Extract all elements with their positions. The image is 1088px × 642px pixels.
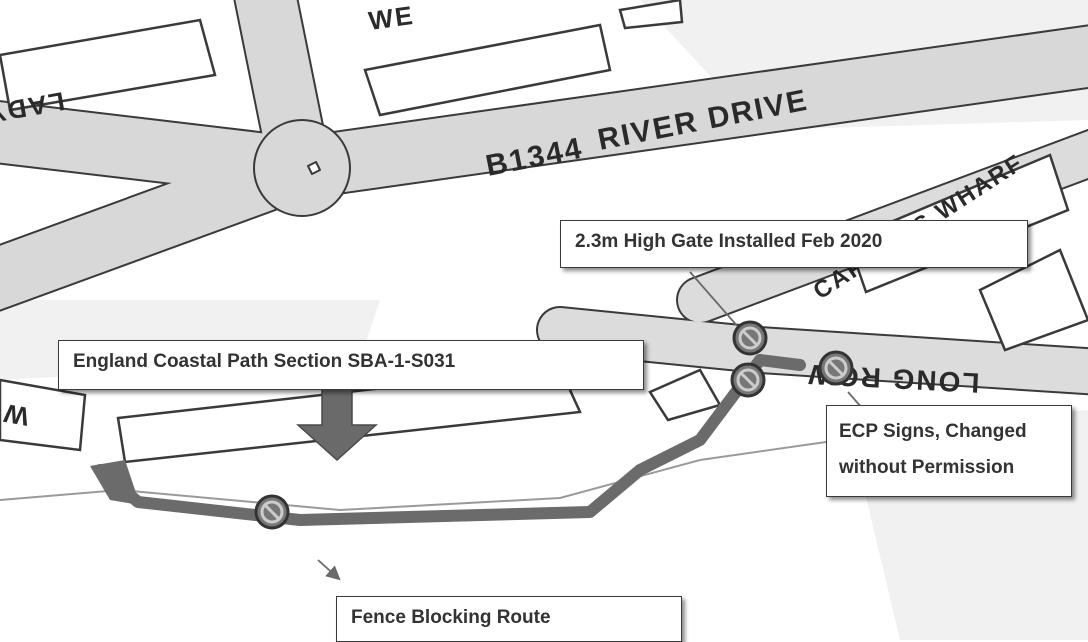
building-north: [363, 23, 612, 117]
street-label-left-fragment: W: [0, 398, 31, 432]
callout-coastal-path: England Coastal Path Section SBA-1-S031: [58, 340, 644, 390]
leader-arrow-icon: [317, 559, 341, 581]
callout-ecp-signs-line2: without Permission: [839, 457, 1015, 478]
callout-coastal-path-text: England Coastal Path Section SBA-1-S031: [73, 351, 456, 372]
no-entry-icon[interactable]: [254, 494, 290, 530]
callout-ecp-signs: ECP Signs, Changed without Permission: [826, 405, 1072, 497]
no-entry-icon[interactable]: [732, 320, 768, 356]
callout-ecp-signs-line1: ECP Signs, Changed: [839, 421, 1027, 442]
callout-fence: Fence Blocking Route: [336, 596, 682, 642]
building-wharf-2: [978, 248, 1088, 352]
callout-fence-text: Fence Blocking Route: [351, 607, 551, 628]
callout-gate-text: 2.3m High Gate Installed Feb 2020: [575, 231, 883, 252]
roundabout-island: [307, 161, 321, 175]
route-start-marker: [90, 460, 140, 505]
no-entry-icon[interactable]: [818, 350, 854, 386]
building-top: [618, 0, 684, 30]
leader-arrow-icon: [689, 271, 749, 339]
building-small: [648, 368, 722, 422]
roundabout: [253, 119, 351, 217]
coastline: [0, 439, 841, 512]
building-west: [0, 378, 87, 452]
building-ladys: [0, 18, 217, 112]
street-label-top-fragment: WE: [367, 0, 417, 36]
down-arrow-icon: [296, 384, 378, 462]
no-entry-markers: [254, 320, 854, 530]
callout-gate: 2.3m High Gate Installed Feb 2020: [560, 220, 1028, 268]
no-entry-icon[interactable]: [730, 362, 766, 398]
